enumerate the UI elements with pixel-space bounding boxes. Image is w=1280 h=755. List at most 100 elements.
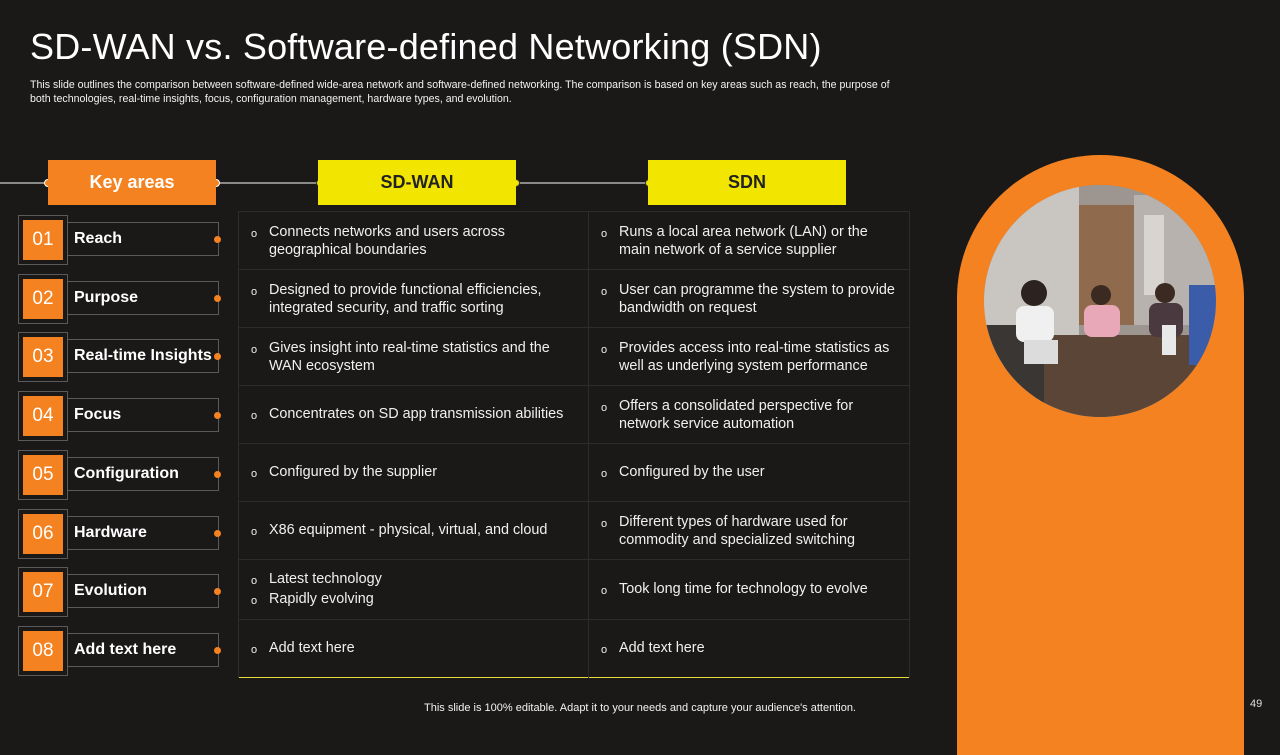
bullet-marker: o [601, 644, 608, 656]
bullet-marker: o [601, 344, 608, 356]
bullet-text: Designed to provide functional efficienc… [269, 282, 542, 316]
key-area-number-box: 01 [18, 215, 68, 265]
bullet-item: o Add text here [251, 639, 578, 659]
bullet-item: o Gives insight into real-time statistics… [251, 339, 578, 375]
bullet-marker: o [601, 402, 608, 414]
bullet-item: o Configured by the supplier [251, 463, 578, 483]
bullet-marker: o [251, 595, 258, 607]
key-area-label: Evolution [68, 574, 219, 608]
bullet-marker: o [251, 644, 258, 656]
key-area-number-box: 08 [18, 626, 68, 676]
key-area-label: Add text here [68, 633, 219, 667]
table-row: o X86 equipment - physical, virtual, and … [238, 501, 910, 560]
key-area-dot [214, 353, 221, 360]
key-area-label: Real-time Insights [68, 339, 219, 373]
sdn-cell: o Runs a local area network (LAN) or the … [588, 212, 910, 270]
table-row: o Gives insight into real-time statistics… [238, 327, 910, 386]
key-area-number: 02 [23, 279, 63, 319]
key-area-dot [214, 412, 221, 419]
key-area-label: Hardware [68, 516, 219, 550]
key-area-number-box: 05 [18, 450, 68, 500]
bullet-text: Add text here [269, 640, 355, 656]
slide-subtitle: This slide outlines the comparison betwe… [30, 79, 890, 105]
key-area-dot [214, 530, 221, 537]
bullet-item: o Designed to provide functional efficien… [251, 281, 578, 317]
key-area-number-box: 03 [18, 332, 68, 382]
bullet-text: Runs a local area network (LAN) or the m… [619, 224, 868, 258]
bullet-marker: o [251, 286, 258, 298]
meeting-photo [984, 185, 1216, 417]
key-area-number-box: 04 [18, 391, 68, 441]
key-area-label: Reach [68, 222, 219, 256]
table-row: o Designed to provide functional efficien… [238, 269, 910, 328]
key-area-number-box: 02 [18, 274, 68, 324]
key-area-number: 01 [23, 220, 63, 260]
meeting-photo-image [984, 185, 1216, 417]
key-area-number: 07 [23, 572, 63, 612]
sdwan-cell: o Add text here [238, 620, 588, 678]
bullet-marker: o [251, 344, 258, 356]
header-sdn: SDN [648, 160, 846, 205]
bullet-item: o Different types of hardware used for co… [601, 513, 899, 549]
key-area-dot [214, 647, 221, 654]
bullet-marker: o [251, 228, 258, 240]
sdn-cell: o User can programme the system to provid… [588, 270, 910, 328]
footer-note: This slide is 100% editable. Adapt it to… [424, 702, 856, 714]
key-area-number: 08 [23, 631, 63, 671]
bullet-text: Latest technology [269, 571, 382, 587]
bullet-marker: o [251, 468, 258, 480]
bullet-item: o Runs a local area network (LAN) or the … [601, 223, 899, 259]
key-area-dot [214, 236, 221, 243]
bullet-text: X86 equipment - physical, virtual, and c… [269, 522, 548, 538]
sdwan-cell: o Configured by the supplier [238, 444, 588, 502]
slide-title: SD-WAN vs. Software-defined Networking (… [30, 26, 822, 67]
key-area-number-box: 07 [18, 567, 68, 617]
bullet-marker: o [251, 575, 258, 587]
sdn-cell: o Different types of hardware used for co… [588, 502, 910, 560]
bullet-text: User can programme the system to provide… [619, 282, 895, 316]
table-row: o Add text here o Add text here [238, 619, 910, 678]
key-area-label: Focus [68, 398, 219, 432]
key-area-number-box: 06 [18, 509, 68, 559]
bullet-text: Add text here [619, 640, 705, 656]
bullet-text: Rapidly evolving [269, 591, 374, 607]
bullet-item: o User can programme the system to provid… [601, 281, 899, 317]
bullet-text: Gives insight into real-time statistics … [269, 340, 550, 374]
bullet-marker: o [601, 518, 608, 530]
bullet-marker: o [601, 585, 608, 597]
sdn-cell: o Add text here [588, 620, 910, 678]
header-sdwan: SD-WAN [318, 160, 516, 205]
key-area-dot [214, 471, 221, 478]
key-area-row: 02 Purpose [18, 274, 221, 326]
key-area-label: Configuration [68, 457, 219, 491]
key-area-number: 06 [23, 514, 63, 554]
bullet-text: Configured by the supplier [269, 464, 437, 480]
bullet-item: o Add text here [601, 639, 899, 659]
key-area-dot [214, 295, 221, 302]
bullet-text: Configured by the user [619, 464, 765, 480]
bullet-text: Different types of hardware used for com… [619, 514, 855, 548]
bullet-marker: o [601, 228, 608, 240]
bullet-marker: o [601, 286, 608, 298]
